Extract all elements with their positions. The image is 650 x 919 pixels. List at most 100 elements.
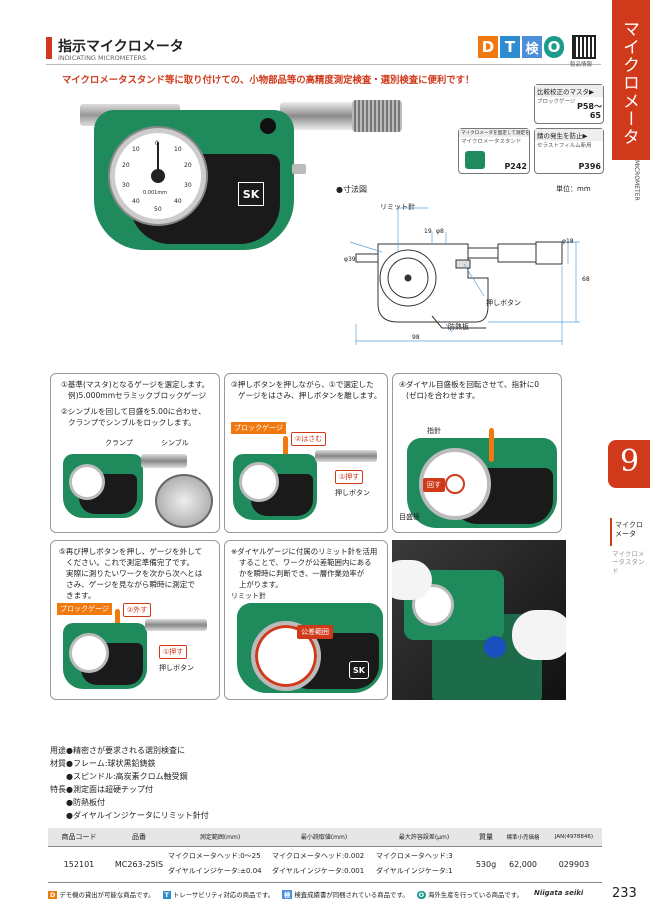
cell-mass: 530g — [472, 846, 500, 883]
ref-stand-thumb — [465, 151, 485, 169]
step-3-text-1: ゲージをはさみ、押しボタンを離します。 — [238, 391, 382, 400]
step-1-dial — [69, 464, 105, 500]
dim-heat-label: 防熱板 — [448, 323, 469, 331]
qr-caption: 製品情報 — [570, 62, 593, 68]
spec-feature-3: ●ダイヤルインジケータにリミット針付 — [66, 811, 209, 820]
step-1-text-0: ①基準(マスタ)となるゲージを選定します。 — [61, 380, 210, 389]
step-5: ⑤再び押しボタンを押し、ゲージを外して ください。これで測定準備完了です。 実際… — [50, 540, 220, 700]
legend-trace-icon: T — [162, 890, 171, 899]
step-1-text-3: ②シンブルを回して目盛を5.00に合わせ、 — [61, 407, 206, 416]
spec-feature-2: ●防熱板付 — [66, 798, 105, 807]
limit-note-text-3: 上がります。 — [239, 580, 283, 589]
spec-table-header: 商品コード 品番 測定範囲(mm) 最小読取値(mm) 最大許容誤差(μm) 質… — [48, 828, 602, 847]
tagline: マイクロメータスタンド等に取り付けての、小物部品等の高精度測定検査・選別検査に便… — [62, 75, 475, 86]
limit-note-text-1: することで、ワークが公差範囲内にある — [239, 558, 372, 567]
th-part: 品番 — [110, 828, 168, 847]
stand-knob — [484, 636, 506, 658]
step-3-clamp-label: ②はさむ — [291, 432, 327, 446]
spec-table: 商品コード 品番 測定範囲(mm) 最小読取値(mm) 最大許容誤差(μm) 質… — [48, 828, 602, 883]
step-4-scale-label: 目盛板 — [399, 513, 420, 521]
dial-num-10: 10 — [174, 146, 182, 153]
tolerance-label: 公差範囲 — [297, 625, 333, 639]
stand-glove-right — [512, 610, 566, 660]
step-4-text-0: ④ダイヤル目盛板を回転させて、指針に0 — [399, 380, 540, 389]
spec-material: 材質●フレーム:球状黒鉛鋳鉄 — [50, 759, 156, 768]
step-3: ③押しボタンを押しながら、①で選定した ゲージをはさみ、押しボタンを離します。 … — [224, 373, 388, 533]
cell-jan: 029903 — [546, 846, 602, 883]
legend-overseas-icon: O — [416, 890, 427, 899]
step-4-gauge — [489, 428, 494, 462]
ref-film-title: 錆の発生を防止▶ — [535, 129, 603, 141]
ref-stand-caption: マイクロメータスタンド — [461, 139, 522, 145]
step-1-clamp-label: クランプ — [105, 439, 133, 447]
page-number: 233 — [612, 886, 637, 901]
step-3-push-label: 押しボタン — [335, 489, 370, 497]
title-underline — [46, 64, 601, 65]
side-index-tab[interactable] — [608, 440, 650, 488]
limit-note-text-0: ※ダイヤルゲージに付属のリミット針を活用 — [231, 547, 378, 556]
step-3-dial — [239, 462, 279, 502]
limit-note-text-2: かを瞬時に判断でき、一層作業効率が — [239, 569, 365, 578]
step-3-push-tag: ①押す — [335, 470, 364, 484]
push-button[interactable] — [292, 164, 306, 174]
limit-note: ※ダイヤルゲージに付属のリミット針を活用 することで、ワークが公差範囲内にある … — [224, 540, 388, 700]
ref-block-gauge-caption: ブロックゲージ — [537, 99, 576, 105]
spec-list: 用途●精密さが要求される選別検査に 材質●フレーム:球状黒鉛鋳鉄 ●スピンドル:… — [50, 744, 209, 822]
dim-w98: 98 — [412, 334, 420, 341]
footer-brand: Niigata seiki — [534, 889, 584, 897]
ref-film-caption: セラストフィルム新用 — [537, 143, 592, 149]
step-5-dial — [69, 633, 109, 673]
cell-part: MC263-25IS — [110, 846, 168, 883]
stand-photo — [392, 540, 566, 700]
clamp-lever[interactable] — [260, 118, 276, 134]
ref-stand[interactable]: マイクロメータを固定して測定を行うなら▶ マイクロメータスタンド P242 — [458, 128, 530, 174]
cell-code: 152101 — [48, 846, 110, 883]
dim-push-label: 押しボタン — [486, 299, 521, 307]
step-1-thimble-label: シンブル — [161, 439, 189, 447]
ref-block-gauge[interactable]: 比較校正のマスタ▶ ブロックゲージ P58〜65 — [534, 84, 604, 124]
side-index-symbol: 9 — [620, 444, 640, 479]
th-read: 最小読取値(mm) — [272, 828, 376, 847]
dims-unit: 単位：mm — [556, 185, 591, 193]
badge-group: D T 検 O — [478, 36, 564, 58]
stand-glove-left — [392, 560, 432, 600]
dial-num-30: 30 — [184, 182, 192, 189]
step-4-needle-label: 指針 — [427, 427, 441, 435]
side-nav-other[interactable]: マイクロメータスタンド — [612, 550, 645, 575]
th-jan: JAN(4978846) — [546, 828, 602, 847]
side-strip: マイクロメータ MICROMETER 9 マイクロメータ マイクロメータスタンド — [602, 0, 650, 919]
ref-stand-page: P242 — [504, 162, 527, 171]
limit-brand: SK — [349, 661, 369, 679]
dial-num-40: 40 — [174, 198, 182, 205]
ref-block-gauge-page: P58〜65 — [577, 102, 602, 121]
step-4-hub — [445, 474, 465, 494]
dim-h68: 68 — [582, 276, 590, 283]
dial-hub — [151, 169, 165, 183]
badge-demo-icon: D — [478, 36, 498, 58]
dial-num-20: 20 — [184, 162, 192, 169]
thimble-knurl — [352, 100, 402, 132]
side-nav-active[interactable]: マイクロメータ — [610, 518, 650, 546]
step-5-push-tag: ①押す — [159, 645, 188, 659]
dim-d8: φ8 — [436, 228, 444, 235]
th-error: 最大許容誤差(μm) — [376, 828, 472, 847]
step-3-gauge — [283, 436, 288, 470]
ref-film[interactable]: 錆の発生を防止▶ セラストフィルム新用 P396 — [534, 128, 604, 174]
step-5-text-4: きます。 — [66, 591, 96, 600]
step-4-rotate-label: 回す — [423, 478, 445, 492]
title-marker — [46, 37, 52, 59]
th-mass: 質量 — [472, 828, 500, 847]
step-1-text-1: 例)5.000mmセラミックブロックゲージ — [68, 391, 207, 400]
legend-inspect: 検検査成績書が同梱されている商品です。 — [282, 890, 409, 899]
dial-num-40b: 40 — [132, 198, 140, 205]
side-vertical-en: MICROMETER — [633, 160, 640, 201]
qr-code-icon[interactable] — [572, 35, 596, 59]
dial-needle — [157, 142, 159, 174]
